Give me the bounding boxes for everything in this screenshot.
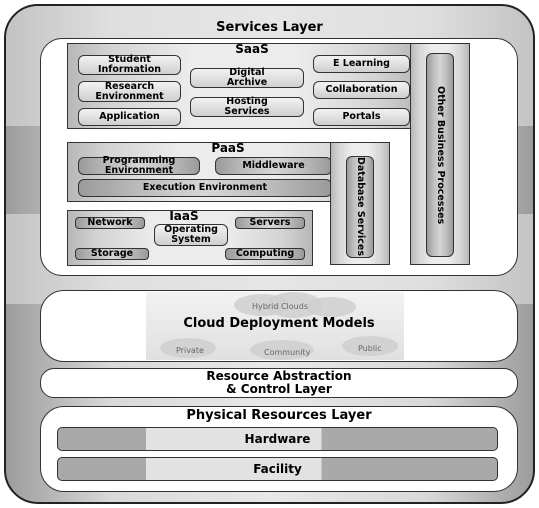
application-box: Application [78, 108, 181, 126]
facility-bar: Facility [57, 457, 498, 481]
physical-layer-title: Physical Resources Layer [186, 408, 372, 423]
cloud-deployment-title: Cloud Deployment Models [183, 316, 375, 331]
private-cloud-label: Private [176, 346, 204, 355]
storage-box: Storage [75, 248, 149, 260]
research-environment-box: Research Environment [78, 81, 181, 102]
paas-title: PaaS [211, 141, 245, 155]
programming-environment-box: Programming Environment [78, 156, 200, 176]
student-information-box: Student Information [78, 55, 181, 75]
other-business-processes-box: Other Business Processes [426, 53, 454, 257]
cloud-image: Hybrid Clouds Private Community Public [146, 292, 404, 360]
hardware-bar: Hardware [57, 427, 498, 451]
portals-box: Portals [313, 108, 410, 126]
community-cloud-label: Community [264, 348, 311, 357]
abstraction-title-line1: Resource Abstraction [206, 369, 352, 383]
network-box: Network [75, 217, 145, 229]
saas-title: SaaS [235, 42, 269, 56]
digital-archive-box: Digital Archive [190, 68, 304, 88]
e-learning-box: E Learning [313, 55, 410, 73]
hosting-services-box: Hosting Services [190, 97, 304, 117]
database-services-box: Database Services [346, 156, 374, 258]
iaas-title: IaaS [169, 209, 199, 223]
middleware-box: Middleware [215, 157, 332, 175]
collaboration-box: Collaboration [313, 81, 410, 99]
computing-box: Computing [225, 248, 305, 260]
servers-box: Servers [235, 217, 305, 229]
hybrid-clouds-label: Hybrid Clouds [252, 302, 308, 311]
services-layer-title: Services Layer [216, 20, 323, 35]
abstraction-title-line2: & Control Layer [226, 382, 332, 396]
operating-system-box: Operating System [154, 224, 228, 246]
abstraction-card [40, 368, 518, 398]
execution-environment-box: Execution Environment [78, 179, 332, 197]
public-cloud-label: Public [358, 344, 382, 353]
